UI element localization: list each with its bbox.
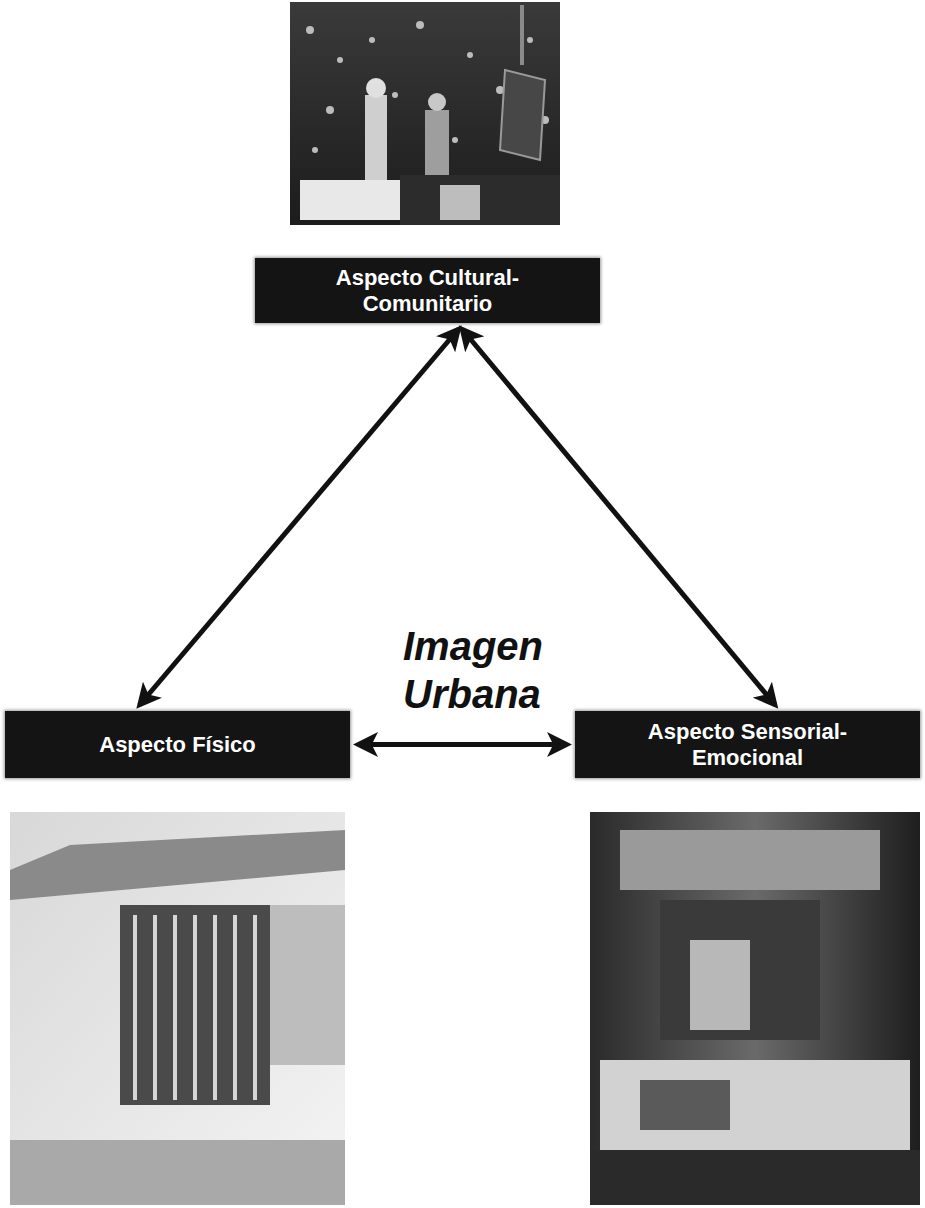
center-title: Imagen Urbana <box>403 622 563 718</box>
interior-photo <box>590 812 920 1205</box>
facade-photo <box>10 812 345 1205</box>
aspect-label: Aspecto Sensorial-Emocional <box>623 719 873 770</box>
festival-photo <box>290 2 560 225</box>
aspect-label: Aspecto Físico <box>99 732 255 757</box>
double-arrow <box>358 742 567 747</box>
aspect-box: Aspecto Físico <box>5 711 350 778</box>
aspect-label: Aspecto Cultural-Comunitario <box>303 265 553 316</box>
aspect-box: Aspecto Cultural-Comunitario <box>255 258 600 323</box>
aspect-box: Aspecto Sensorial-Emocional <box>575 711 920 778</box>
